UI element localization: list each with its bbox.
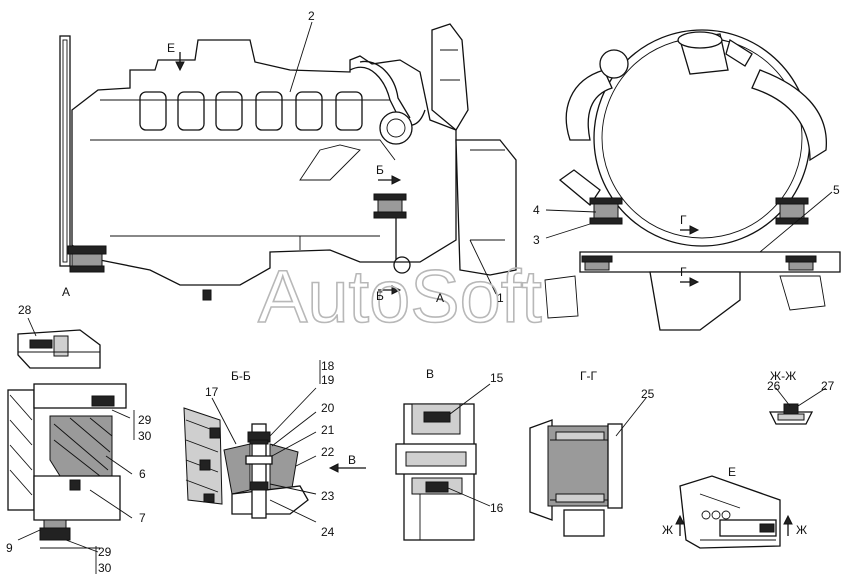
marker-zh-left: Ж <box>662 523 673 537</box>
callout-5: 5 <box>833 183 840 197</box>
engine-front-view <box>544 29 841 331</box>
detail-front-mount <box>7 383 127 549</box>
callout-26: 26 <box>767 379 781 393</box>
callout-24: 24 <box>321 525 335 539</box>
callout-6: 6 <box>139 467 146 481</box>
detail-28 <box>17 329 101 369</box>
marker-a-circle: А <box>436 291 444 305</box>
view-e <box>675 475 793 549</box>
callout-28: 28 <box>18 303 32 317</box>
view-label-gg: Г-Г <box>580 369 597 383</box>
callout-16: 16 <box>490 501 504 515</box>
callout-1: 1 <box>497 291 504 305</box>
callout-25: 25 <box>641 387 655 401</box>
callout-30-top: 30 <box>138 429 152 443</box>
section-zhzh <box>768 403 814 425</box>
view-label-a: А <box>62 285 70 299</box>
callout-29-bottom: 29 <box>98 545 112 559</box>
view-label-zhzh: Ж-Ж <box>770 369 796 383</box>
view-v <box>395 403 477 541</box>
section-gg <box>529 419 623 537</box>
leader-lines <box>17 21 833 574</box>
callout-27: 27 <box>821 379 835 393</box>
view-label-v: В <box>426 367 434 381</box>
marker-b-bottom: Б <box>376 289 384 303</box>
callout-29-top: 29 <box>138 413 152 427</box>
view-label-bb: Б-Б <box>231 369 251 383</box>
callout-9: 9 <box>6 541 13 555</box>
callout-4: 4 <box>533 203 540 217</box>
callout-20: 20 <box>321 401 335 415</box>
marker-zh-right: Ж <box>796 523 807 537</box>
marker-g: Г <box>680 213 687 227</box>
marker-v-arrow: В <box>348 453 356 467</box>
callout-15: 15 <box>490 371 504 385</box>
callout-17: 17 <box>205 385 219 399</box>
marker-e: Е <box>167 41 175 55</box>
marker-g2: Г <box>680 265 687 279</box>
view-label-e: Е <box>728 465 736 479</box>
callout-19: 19 <box>321 373 335 387</box>
marker-b-top: Б <box>376 163 384 177</box>
section-bb <box>183 407 366 519</box>
watermark: AutoSoft <box>258 255 542 338</box>
callout-2: 2 <box>308 9 315 23</box>
callout-7: 7 <box>139 511 146 525</box>
callout-23: 23 <box>321 489 335 503</box>
callout-18: 18 <box>321 359 335 373</box>
callout-21: 21 <box>321 423 335 437</box>
callout-3: 3 <box>533 233 540 247</box>
engine-side-view <box>59 23 517 301</box>
callout-30-bottom: 30 <box>98 561 112 575</box>
callout-22: 22 <box>321 445 335 459</box>
